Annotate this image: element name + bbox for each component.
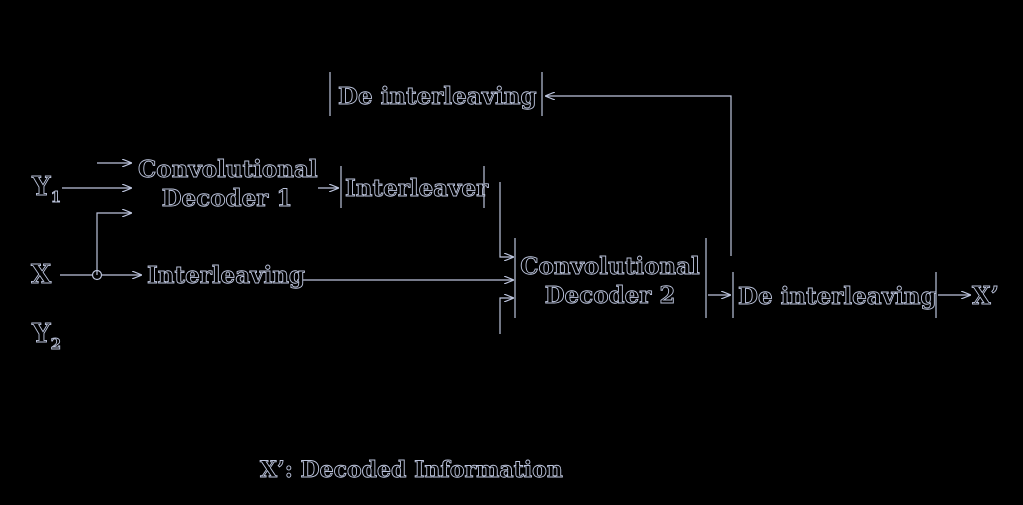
decoder-1-line-2: Decoder 1 <box>161 185 293 213</box>
output-label: X’ <box>972 281 1000 310</box>
legend-text: X’: Decoded Information <box>260 457 564 483</box>
interleaving-label: Interleaving <box>146 262 306 289</box>
y2-letter: Y <box>32 319 51 349</box>
x-branch-node <box>91 269 103 281</box>
convolutional-decoder-1-label: Convolutional Decoder 1 <box>138 155 319 213</box>
convolutional-decoder-2-label: Convolutional Decoder 2 <box>520 252 701 310</box>
y1-letter: Y <box>32 172 51 202</box>
decoder-2-line-1: Convolutional <box>520 253 701 281</box>
feedback-to-de-interleaving-arrow <box>546 96 732 256</box>
decoder-2-line-2: Decoder 2 <box>544 282 676 310</box>
y2-subscript: 2 <box>50 335 61 353</box>
y2-input-label: Y2 <box>32 319 62 352</box>
interleaver-label: Interleaver <box>345 175 489 202</box>
x-to-decoder-1-arrow <box>96 213 131 275</box>
decoder-1-line-1: Convolutional <box>138 156 319 184</box>
y1-input-label: Y1 <box>32 172 62 205</box>
y2-to-decoder-2-arrow <box>499 298 513 334</box>
x-input-label: X <box>31 260 52 290</box>
interleaver-to-decoder-2-arrow <box>499 182 513 257</box>
de-interleaving-top-label: De interleaving <box>338 83 538 110</box>
de-interleaving-out-label: De interleaving <box>738 283 938 310</box>
y1-subscript: 1 <box>50 188 61 206</box>
